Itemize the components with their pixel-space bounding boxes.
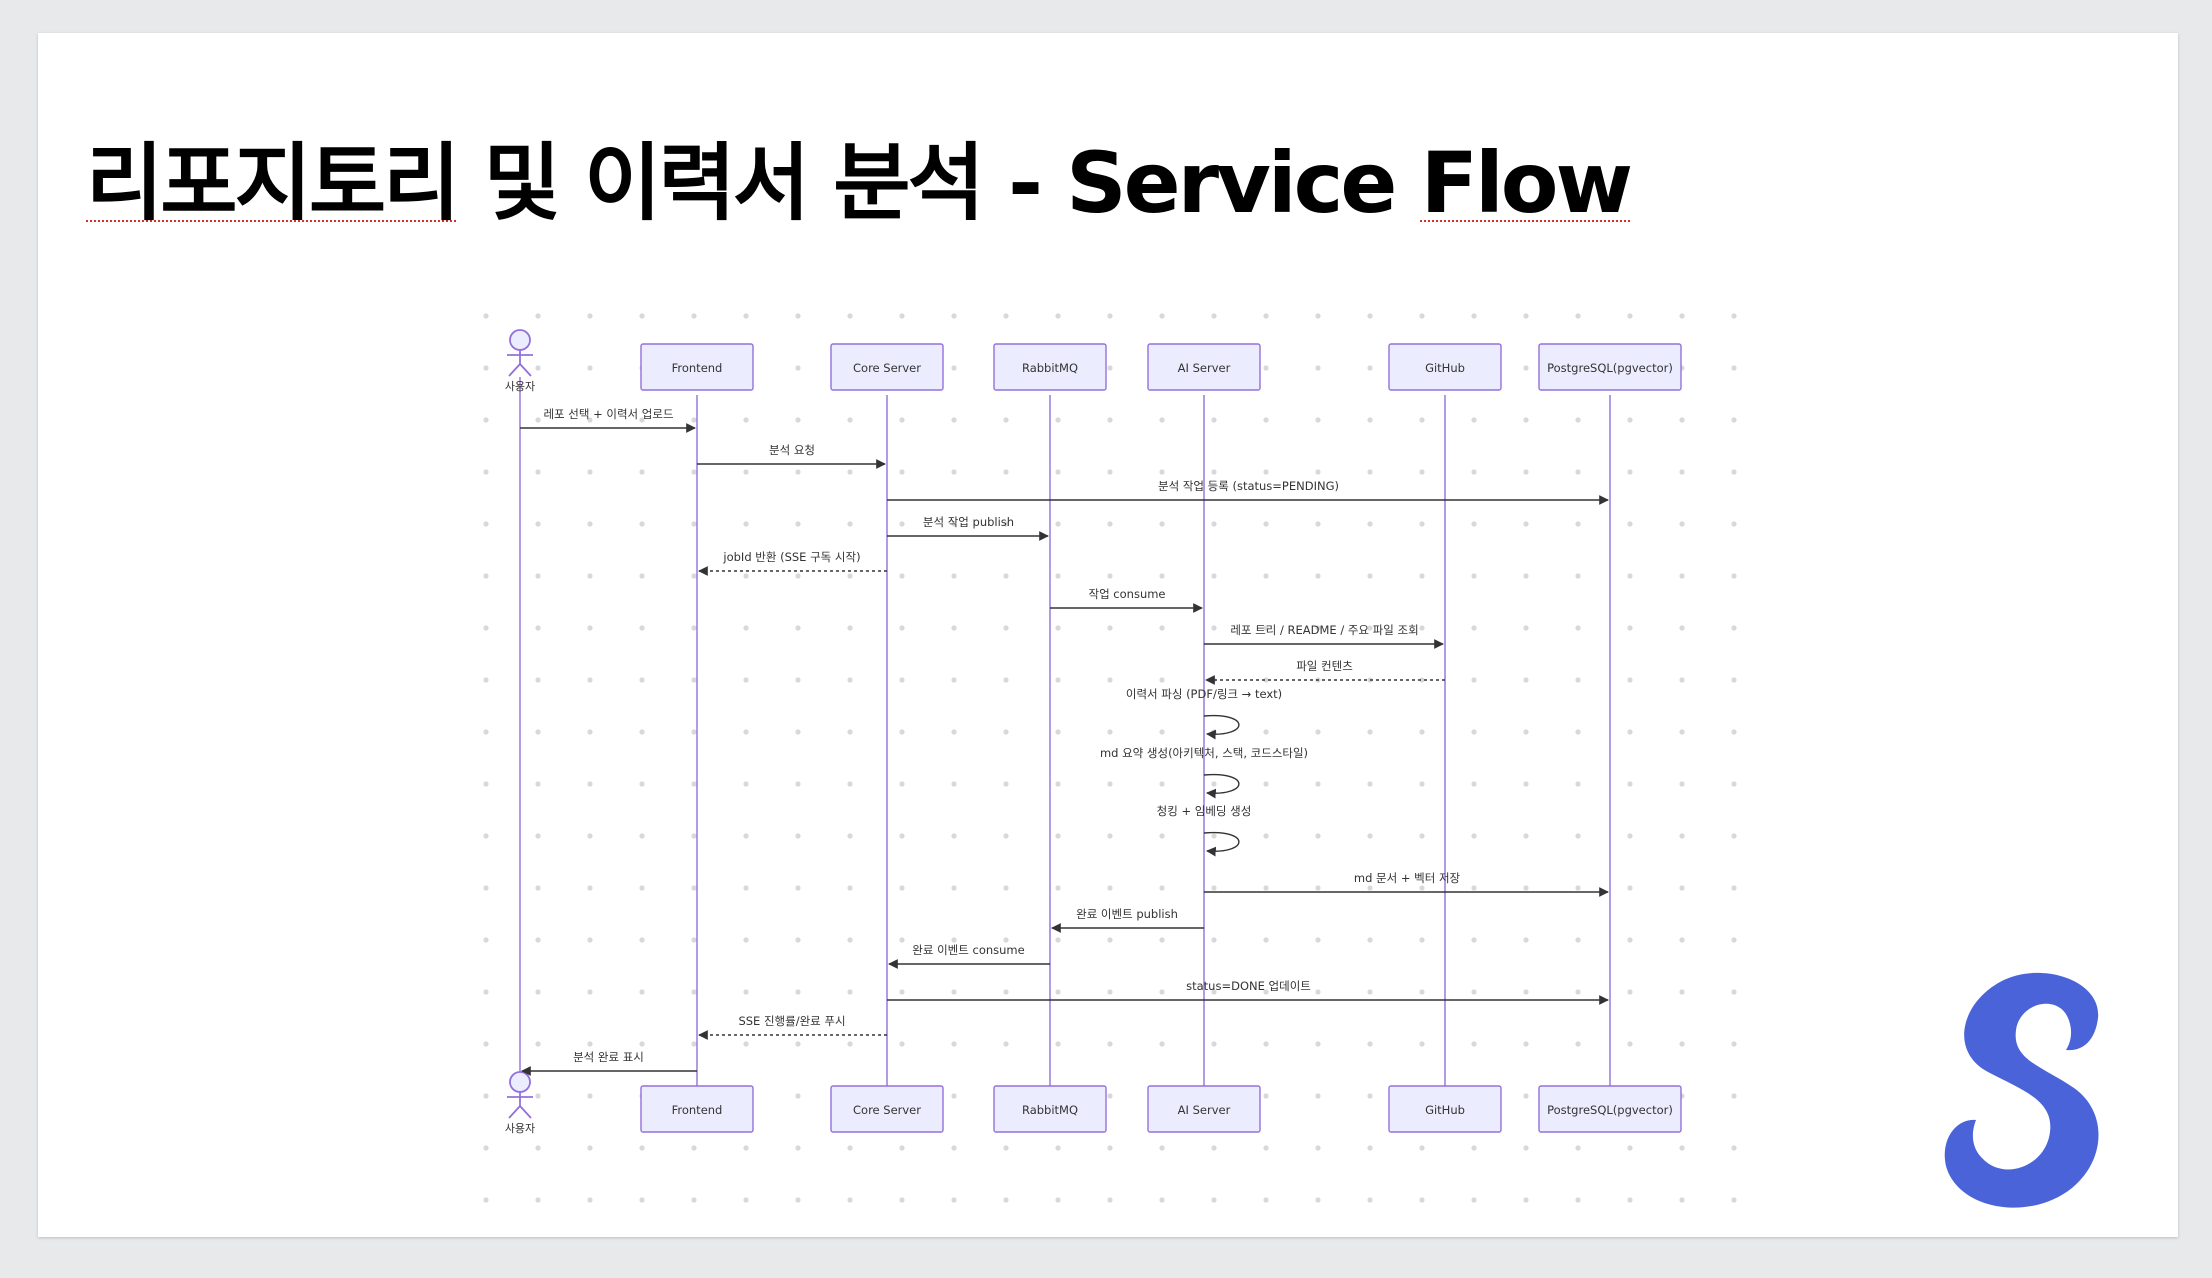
participant-github-top: GitHub xyxy=(1388,343,1502,391)
message-4: 분석 작업 publish xyxy=(887,515,1049,541)
message-label: 분석 완료 표시 xyxy=(573,1050,644,1064)
message-label: 청킹 + 임베딩 생성 xyxy=(1157,804,1252,818)
participant-label: Core Server xyxy=(853,361,921,375)
message-5: jobId 반환 (SSE 구독 시작) xyxy=(698,550,887,576)
participant-label: RabbitMQ xyxy=(1022,1103,1078,1117)
message-1: 레포 선택 + 이력서 업로드 xyxy=(520,407,696,433)
message-13: 완료 이벤트 publish xyxy=(1051,907,1204,933)
actor-user-top: 사용자 xyxy=(505,329,535,393)
message-label: 완료 이벤트 consume xyxy=(912,943,1024,957)
participant-box xyxy=(830,343,944,391)
participant-frontend-bottom: Frontend xyxy=(640,1085,754,1133)
participant-box xyxy=(1538,343,1682,391)
message-6: 작업 consume xyxy=(1050,587,1203,613)
message-label: 레포 트리 / README / 주요 파일 조회 xyxy=(1230,623,1418,637)
message-label: md 요약 생성(아키텍처, 스택, 코드스타일) xyxy=(1100,746,1308,760)
participant-label: GitHub xyxy=(1425,1103,1465,1117)
message-9: 이력서 파싱 (PDF/링크 → text) xyxy=(1126,687,1282,740)
participant-label: Frontend xyxy=(672,1103,723,1117)
participant-label: AI Server xyxy=(1178,1103,1231,1117)
message-label: 레포 선택 + 이력서 업로드 xyxy=(543,407,673,421)
person-icon xyxy=(507,329,533,377)
message-label: 분석 작업 등록 (status=PENDING) xyxy=(1158,479,1339,493)
participant-core-server-top: Core Server xyxy=(830,343,944,391)
message-label: SSE 진행률/완료 푸시 xyxy=(738,1014,845,1028)
message-label: 분석 작업 publish xyxy=(923,515,1014,529)
actor-user-bottom: 사용자 xyxy=(505,1071,535,1135)
message-8: 파일 컨텐츠 xyxy=(1205,659,1445,685)
participant-ai-server-top: AI Server xyxy=(1147,343,1261,391)
s-logo-icon xyxy=(1944,972,2099,1208)
participant-label: GitHub xyxy=(1425,361,1465,375)
message-label: 파일 컨텐츠 xyxy=(1296,659,1353,673)
participant-github-bottom: GitHub xyxy=(1388,1085,1502,1133)
participant-postgresql-pgvector-bottom: PostgreSQL(pgvector) xyxy=(1538,1085,1682,1133)
message-label: 이력서 파싱 (PDF/링크 → text) xyxy=(1126,687,1282,701)
participant-box xyxy=(830,1085,944,1133)
participant-label: PostgreSQL(pgvector) xyxy=(1547,1103,1673,1117)
message-2: 분석 요청 xyxy=(697,443,886,469)
message-7: 레포 트리 / README / 주요 파일 조회 xyxy=(1204,623,1444,649)
participant-box xyxy=(993,343,1107,391)
message-11: 청킹 + 임베딩 생성 xyxy=(1157,804,1252,857)
participant-label: AI Server xyxy=(1178,361,1231,375)
actor-label: 사용자 xyxy=(505,380,535,393)
title-korean-word: 리포지토리 xyxy=(86,134,460,232)
message-label: 완료 이벤트 publish xyxy=(1076,907,1178,921)
lifelines xyxy=(519,377,1611,1086)
participant-label: RabbitMQ xyxy=(1022,361,1078,375)
message-15: status=DONE 업데이트 xyxy=(887,979,1609,1005)
participant-label: Frontend xyxy=(672,361,723,375)
slide-title: 리포지토리 및 이력서 분석 - Service Flow xyxy=(86,133,1633,234)
self-message-arrow xyxy=(1203,831,1240,857)
participant-box xyxy=(1388,1085,1502,1133)
participant-label: PostgreSQL(pgvector) xyxy=(1547,361,1673,375)
actor-label: 사용자 xyxy=(505,1122,535,1135)
message-label: status=DONE 업데이트 xyxy=(1186,979,1311,993)
title-flow-word: Flow xyxy=(1420,134,1633,232)
participant-box xyxy=(1147,343,1261,391)
self-message-arrow xyxy=(1203,714,1240,740)
dot-grid-background xyxy=(440,280,1770,1220)
participant-label: Core Server xyxy=(853,1103,921,1117)
participant-frontend-top: Frontend xyxy=(640,343,754,391)
message-label: md 문서 + 벡터 저장 xyxy=(1354,871,1461,885)
message-label: jobId 반환 (SSE 구독 시작) xyxy=(722,550,860,564)
message-label: 분석 요청 xyxy=(769,443,815,457)
self-message-arrow xyxy=(1203,773,1240,799)
participant-core-server-bottom: Core Server xyxy=(830,1085,944,1133)
participant-box xyxy=(1388,343,1502,391)
participant-ai-server-bottom: AI Server xyxy=(1147,1085,1261,1133)
participant-box xyxy=(640,343,754,391)
message-label: 작업 consume xyxy=(1088,587,1165,601)
participant-box xyxy=(1147,1085,1261,1133)
message-14: 완료 이벤트 consume xyxy=(888,943,1050,969)
message-12: md 문서 + 벡터 저장 xyxy=(1204,871,1609,897)
participant-box xyxy=(640,1085,754,1133)
message-10: md 요약 생성(아키텍처, 스택, 코드스타일) xyxy=(1100,746,1308,799)
participant-rabbitmq-bottom: RabbitMQ xyxy=(993,1085,1107,1133)
participant-rabbitmq-top: RabbitMQ xyxy=(993,343,1107,391)
participant-box xyxy=(1538,1085,1682,1133)
title-middle: 및 이력서 분석 - Service xyxy=(457,134,1421,232)
person-icon xyxy=(507,1071,533,1119)
participant-postgresql-pgvector-top: PostgreSQL(pgvector) xyxy=(1538,343,1682,391)
message-17: 분석 완료 표시 xyxy=(521,1050,697,1076)
message-3: 분석 작업 등록 (status=PENDING) xyxy=(887,479,1609,505)
participant-box xyxy=(993,1085,1107,1133)
message-16: SSE 진행률/완료 푸시 xyxy=(698,1014,887,1040)
